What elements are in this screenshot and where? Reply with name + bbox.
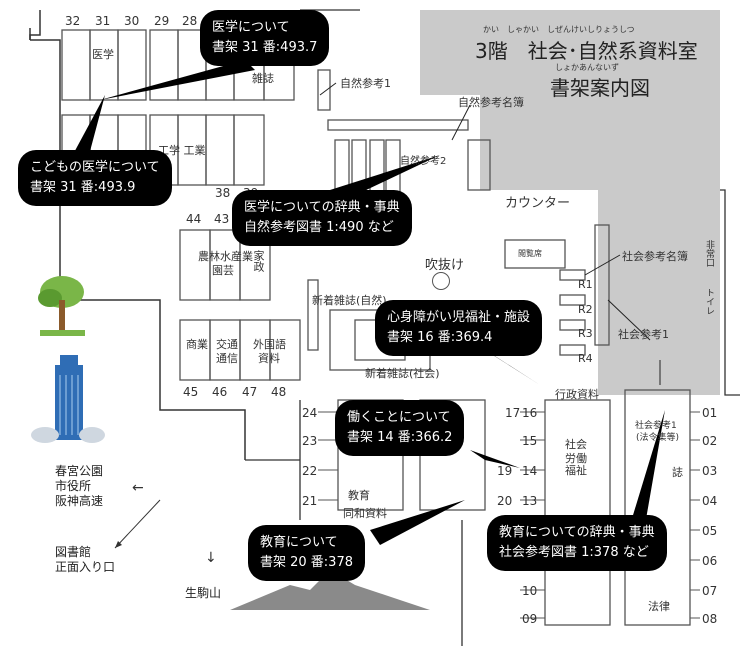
- label-shiyakusho: 市役所: [55, 479, 92, 493]
- callout-work: 働くことについて書架 14 番:366.2: [335, 400, 465, 457]
- label-shizen-meibo: 自然参考名簿: [458, 96, 524, 109]
- label-shizen-sanko2: 自然参考2: [400, 156, 447, 167]
- label-kasei: 家政: [252, 250, 265, 272]
- label-shakai: 社会: [565, 438, 587, 451]
- shelf-num-09: 09: [522, 612, 538, 626]
- shelf-num-46: 46: [212, 385, 228, 399]
- shelf-num-30: 30: [124, 14, 140, 28]
- label-kogaku: 工学 工業: [158, 144, 206, 157]
- label-r4: R4: [578, 352, 593, 365]
- label-haruhi: 春宮公園: [55, 464, 104, 478]
- shelf-num-23: 23: [302, 434, 318, 448]
- label-zasshi: 雑誌: [252, 72, 274, 85]
- label-toshokan: 図書館: [55, 545, 92, 559]
- shelf-num-13: 13: [522, 494, 538, 508]
- label-r1: R1: [578, 278, 593, 291]
- fukinuke-circle: [432, 272, 450, 290]
- shelf-num-04: 04: [702, 494, 718, 508]
- shelf-num-32: 32: [65, 14, 81, 28]
- label-shinchaku-shakai: 新着雑誌(社会): [365, 367, 440, 380]
- shelf-num-19: 19: [497, 464, 513, 478]
- label-rodo: 労働: [565, 452, 587, 465]
- title-ruby-2: しょかあんないず: [555, 63, 619, 72]
- shelf-num-45: 45: [183, 385, 199, 399]
- label-fukinuke: 吹抜け: [425, 258, 465, 273]
- label-dowa: 同和資料: [343, 507, 387, 520]
- shelf-num-07: 07: [702, 584, 718, 598]
- callout-edu-dictionary: 教育についての辞典・事典社会参考図書 1:378 など: [487, 515, 667, 572]
- shelf-num-29: 29: [154, 14, 170, 28]
- shelf-num-01: 01: [702, 406, 718, 420]
- shelf-num-43: 43: [214, 212, 230, 226]
- label-igaku: 医学: [92, 48, 114, 61]
- shelf-num-22: 22: [302, 464, 318, 478]
- shelf-num-20: 20: [497, 494, 513, 508]
- label-etsuran: 閲覧席: [518, 249, 542, 258]
- label-fukushi: 福祉: [565, 464, 587, 477]
- label-houki: (法令集等): [636, 433, 680, 443]
- shelf-num-02: 02: [702, 434, 718, 448]
- label-r3: R3: [578, 327, 593, 340]
- arrow-left-icon: ←: [132, 480, 144, 496]
- label-hijoguchi: 非常口: [704, 240, 714, 267]
- label-shakai-meibo: 社会参考名簿: [622, 250, 688, 263]
- shelf-num-15: 15: [522, 434, 538, 448]
- arrow-down-icon: ↓: [205, 550, 217, 566]
- callout-med-dictionary: 医学についての辞典・事典自然参考図書 1:490 など: [232, 190, 412, 247]
- label-shakai-sanko-right: 社会参考1: [635, 421, 677, 431]
- label-gaikoku: 外国語: [253, 338, 286, 351]
- label-tsushin: 通信: [216, 352, 238, 365]
- label-kotsu: 交通: [216, 338, 238, 351]
- callout-kids-medicine: こどもの医学について書架 31 番:493.9: [18, 150, 172, 207]
- label-norin: 農林水産業: [198, 250, 253, 263]
- callout-education: 教育について書架 20 番:378: [248, 525, 365, 582]
- label-kyoiku: 教育: [348, 489, 370, 502]
- shelf-num-38: 38: [215, 186, 231, 200]
- shelf-num-06: 06: [702, 554, 718, 568]
- shelf-num-21: 21: [302, 494, 318, 508]
- shelf-num-17: 17: [505, 406, 521, 420]
- callout-medicine: 医学について書架 31 番:493.7: [200, 10, 330, 67]
- shelf-num-05: 05: [702, 524, 718, 538]
- shelf-num-10: 10: [522, 584, 538, 598]
- label-shogyo: 商業: [186, 338, 208, 351]
- shelf-num-16: 16: [522, 406, 538, 420]
- shelf-num-24: 24: [302, 406, 318, 420]
- label-counter: カウンター: [505, 196, 571, 211]
- shelf-num-14: 14: [522, 464, 538, 478]
- shelf-num-48: 48: [271, 385, 287, 399]
- label-shomen: 正面入り口: [55, 560, 116, 574]
- tree-icon: [30, 270, 95, 340]
- label-shiryo: 資料: [258, 352, 280, 365]
- shelf-num-31: 31: [95, 14, 111, 28]
- title-ruby-1: かい しゃかい しぜんけいしりょうしつ: [483, 25, 635, 34]
- label-engei: 園芸: [212, 264, 234, 277]
- label-toilet: トイレ: [704, 288, 714, 315]
- label-zasshi2: 誌: [672, 466, 683, 479]
- shelf-num-47: 47: [242, 385, 258, 399]
- label-shinchaku-shizen: 新着雑誌(自然): [312, 294, 387, 307]
- label-shizen-sanko1: 自然参考1: [340, 77, 391, 90]
- page-title: 3階 社会･自然系資料室: [475, 39, 698, 63]
- label-hanshin: 阪神高速: [55, 494, 104, 508]
- callout-welfare: 心身障がい児福祉・施設書架 16 番:369.4: [375, 300, 543, 357]
- shelf-num-44: 44: [186, 212, 202, 226]
- shelf-num-28: 28: [182, 14, 198, 28]
- label-shakai-sanko1: 社会参考1: [618, 328, 669, 341]
- shelf-num-03: 03: [702, 464, 718, 478]
- page-subtitle: 書架案内図: [550, 76, 650, 100]
- building-icon: [30, 355, 105, 445]
- label-r2: R2: [578, 303, 593, 316]
- label-gyosei: 行政資料: [555, 388, 599, 401]
- label-ikoma: 生駒山: [185, 586, 222, 600]
- shelf-num-08: 08: [702, 612, 718, 626]
- label-horitsu: 法律: [648, 600, 670, 613]
